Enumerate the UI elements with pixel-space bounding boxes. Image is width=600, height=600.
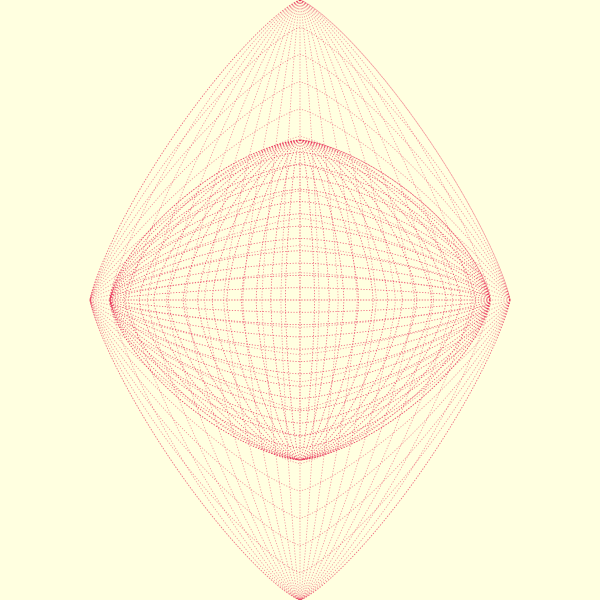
inner-mesh-horizontal-line [109,299,491,399]
inner-mesh-horizontal-line [109,299,491,449]
outer-mesh-vertical-line [299,0,511,600]
inner-mesh-horizontal-line [109,164,491,301]
inner-mesh-vertical-line [299,139,403,461]
inner-mesh-vertical-line [270,139,301,461]
inner-mesh-horizontal-line [109,225,491,301]
inner-mesh-horizontal-line [109,299,491,436]
inner-mesh-horizontal-line [109,188,491,301]
inner-mesh-vertical-line [299,139,316,461]
inner-mesh [109,139,491,461]
inner-mesh-horizontal-line [109,299,491,387]
outer-mesh-vertical-line [299,0,415,600]
inner-mesh-vertical-line [299,139,359,461]
outer-mesh-horizontal-line [89,26,511,301]
outer-mesh-vertical-line [299,0,435,600]
inner-mesh-vertical-line [299,139,418,461]
inner-mesh-horizontal-line [109,213,491,301]
inner-mesh-vertical-line [299,139,330,461]
outer-mesh-horizontal-line [89,299,511,492]
inner-mesh-horizontal-line [109,299,491,412]
inner-mesh-horizontal-line [109,201,491,301]
inner-mesh-vertical-line [299,139,389,461]
inner-mesh-horizontal-line [109,287,491,301]
outer-mesh-horizontal-line [89,54,511,301]
outer-mesh-horizontal-line [89,299,511,574]
outer-mesh-vertical-line [108,0,301,600]
outer-mesh-vertical-line [299,0,492,600]
inner-mesh-horizontal-line [109,262,491,301]
inner-mesh-vertical-line [284,139,301,461]
inner-mesh-vertical-line [299,139,345,461]
inner-mesh-vertical-line [299,139,432,461]
outer-mesh-horizontal-line [89,0,511,301]
outer-mesh-vertical-line [299,0,473,600]
outer-mesh-horizontal-line [89,217,511,301]
inner-mesh-horizontal-line [109,238,491,301]
outer-mesh-horizontal-line [89,299,511,519]
outer-mesh-vertical-line [165,0,301,600]
inner-mesh-horizontal-line [109,299,491,313]
inner-mesh-vertical-line [182,139,301,461]
inner-mesh-vertical-line [168,139,301,461]
outer-mesh-horizontal-line [89,108,511,301]
inner-mesh-horizontal-line [109,299,491,350]
outer-mesh-vertical-line [261,0,301,600]
inner-mesh-vertical-line [197,139,301,461]
inner-mesh-horizontal-line [109,299,491,375]
inner-mesh-vertical-line [255,139,301,461]
inner-mesh-horizontal-line [109,250,491,301]
outer-mesh-horizontal-line [89,299,511,600]
outer-mesh-vertical-line [280,0,301,600]
inner-mesh-horizontal-line [109,299,491,338]
outer-mesh-horizontal-line [89,299,511,410]
inner-mesh-vertical-line [299,139,447,461]
outer-mesh-vertical-line [299,0,396,600]
inner-mesh-horizontal-line [109,299,491,362]
outer-mesh-horizontal-line [89,299,511,546]
inner-mesh-horizontal-line [109,151,491,301]
inner-mesh-horizontal-line [109,299,491,424]
outer-mesh-horizontal-line [89,190,511,301]
inner-mesh-vertical-line [211,139,301,461]
outer-mesh-vertical-line [299,0,377,600]
outer-mesh-vertical-line [185,0,301,600]
